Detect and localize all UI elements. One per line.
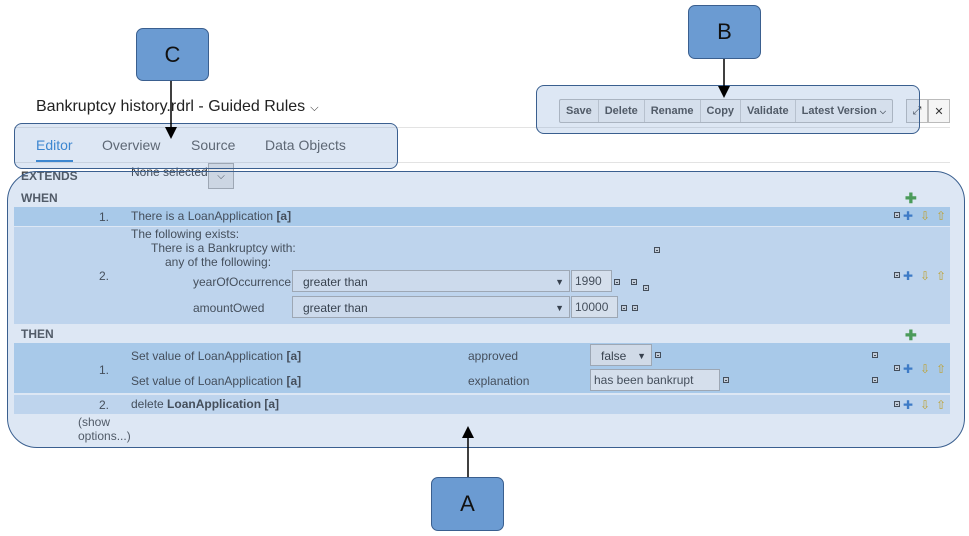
extends-dropdown[interactable]: ⌵ [208,163,234,189]
move-up-icon[interactable]: ⇧ [936,398,947,412]
insert-row-icon[interactable]: ✚ [903,398,914,412]
callout-a-region [7,171,965,448]
action-text[interactable]: Set value of LoanApplication [a] [131,349,302,363]
add-condition-icon[interactable]: ✚ [905,190,917,206]
tab-data-objects[interactable]: Data Objects [265,137,346,153]
rename-button[interactable]: Rename [645,100,701,122]
divider [14,127,950,128]
action-text[interactable]: Set value of LoanApplication [a] [131,374,302,388]
value-input[interactable]: 10000 [571,296,618,318]
move-up-icon[interactable]: ⇧ [936,269,947,283]
remove-row-icon[interactable] [894,272,900,278]
expand-icon[interactable]: ⤢ [906,99,928,123]
remove-icon[interactable] [631,279,637,285]
tab-editor[interactable]: Editor [36,137,73,153]
callout-c-region [14,123,398,169]
field-label: amountOwed [193,301,265,315]
chevron-down-icon: ⌵ [879,107,886,116]
remove-row-icon[interactable] [894,365,900,371]
add-action-icon[interactable]: ✚ [905,327,917,343]
callout-c: C [136,28,209,81]
move-up-icon[interactable]: ⇧ [936,362,947,376]
insert-row-icon[interactable]: ✚ [903,209,914,223]
chevron-down-icon: ⌵ [217,170,225,182]
callout-b: B [688,5,761,59]
field-name: explanation [468,374,530,388]
value-select[interactable]: false▼ [590,344,652,366]
action-row [14,343,950,393]
dropdown-arrow-icon: ▼ [555,303,564,313]
show-options-link[interactable]: (show options...) [78,415,131,443]
delete-action-text[interactable]: delete LoanApplication [a] [131,397,280,411]
version-dropdown[interactable]: Latest Version ⌵ [801,105,886,117]
save-button[interactable]: Save [560,100,599,122]
row-number: 1. [99,210,110,224]
delete-button[interactable]: Delete [599,100,645,122]
field-name: approved [468,349,519,363]
remove-icon[interactable] [723,377,729,383]
insert-row-icon[interactable]: ✚ [903,362,914,376]
move-down-icon[interactable]: ⇩ [920,398,931,412]
editor-toolbar: Save Delete Rename Copy Validate Latest … [559,99,893,123]
value-input[interactable]: has been bankrupt [590,369,720,391]
row-number: 1. [99,363,110,377]
remove-icon[interactable] [643,285,649,291]
remove-icon[interactable] [614,279,620,285]
exists-text: The following exists: [131,227,240,241]
any-text[interactable]: any of the following: [165,255,272,269]
row-number: 2. [99,398,110,412]
validate-button[interactable]: Validate [741,100,796,122]
divider [14,162,950,163]
remove-row-icon[interactable] [894,212,900,218]
condition-row [14,207,950,226]
operator-select[interactable]: greater than▼ [292,296,570,318]
field-label: yearOfOccurrence [193,275,292,289]
remove-icon[interactable] [632,305,638,311]
insert-row-icon[interactable]: ✚ [903,269,914,283]
remove-icon[interactable] [654,247,660,253]
callout-a: A [431,477,504,531]
active-tab-indicator [36,160,73,162]
move-down-icon[interactable]: ⇩ [920,269,931,283]
move-down-icon[interactable]: ⇩ [920,209,931,223]
value-input[interactable]: 1990 [571,270,612,292]
row-number: 2. [99,269,110,283]
dropdown-arrow-icon: ▼ [637,351,646,361]
remove-icon[interactable] [872,352,878,358]
chevron-down-icon[interactable]: ⌵ [307,102,319,114]
condition-text[interactable]: There is a LoanApplication [a] [131,209,292,223]
remove-icon[interactable] [621,305,627,311]
remove-icon[interactable] [655,352,661,358]
copy-button[interactable]: Copy [701,100,742,122]
close-icon[interactable]: ✕ [928,99,950,123]
dropdown-arrow-icon: ▼ [555,277,564,287]
bankruptcy-text[interactable]: There is a Bankruptcy with: [151,241,296,255]
tab-source[interactable]: Source [191,137,236,153]
operator-select[interactable]: greater than▼ [292,270,570,292]
remove-icon[interactable] [872,377,878,383]
remove-row-icon[interactable] [894,401,900,407]
action-row [14,395,950,414]
move-up-icon[interactable]: ⇧ [936,209,947,223]
then-label: THEN [21,327,54,341]
move-down-icon[interactable]: ⇩ [920,362,931,376]
tab-overview[interactable]: Overview [102,137,161,153]
